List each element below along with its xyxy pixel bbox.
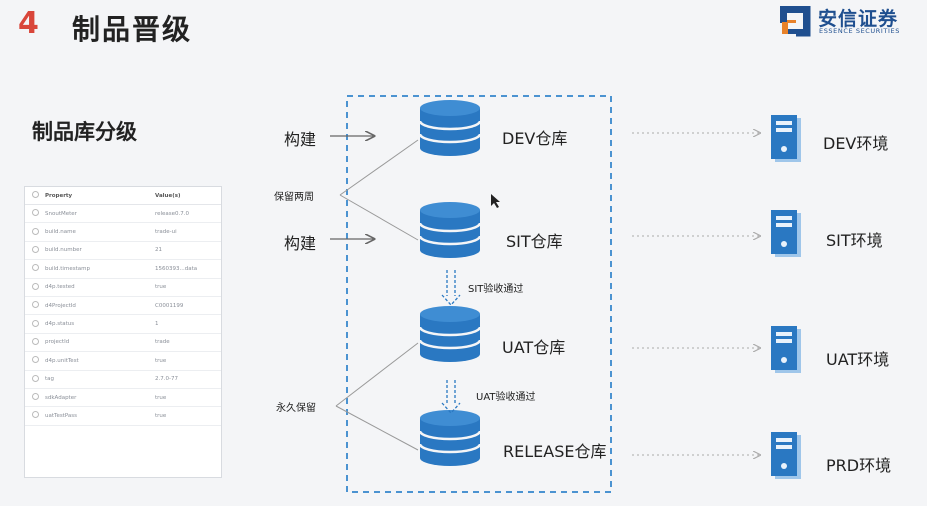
row-check-icon: [25, 222, 45, 242]
row-check-icon: [25, 333, 45, 353]
repo-label-uat: UAT仓库: [502, 338, 566, 357]
row-check-icon: [25, 204, 45, 224]
logo-mark-icon: [780, 6, 811, 37]
env-label-sit: SIT环境: [826, 231, 883, 250]
row-value: true: [155, 388, 221, 408]
row-check-icon: [25, 351, 45, 371]
row-property: build.name: [45, 222, 155, 242]
database-icon-dev: [418, 100, 482, 156]
promotion-arrow-sit: [441, 270, 461, 306]
server-icon-uat: [771, 326, 801, 373]
row-value: 21: [155, 241, 221, 261]
repo-label-dev: DEV仓库: [502, 129, 568, 148]
retention-line-dev: [339, 139, 419, 196]
repo-label-release: RELEASE仓库: [503, 442, 607, 461]
header-values: Value(s): [155, 187, 221, 205]
build-label-sit: 构建: [284, 234, 317, 253]
row-value: 1: [155, 314, 221, 334]
row-property: uatTestPass: [45, 406, 155, 426]
promotion-label-sit: SIT验收通过: [468, 284, 524, 295]
mouse-cursor-icon: [491, 194, 500, 208]
server-icon-sit: [771, 210, 801, 257]
row-property: d4p.status: [45, 314, 155, 334]
row-value: C0001199: [155, 296, 221, 316]
row-property: projectId: [45, 333, 155, 353]
row-check-icon: [25, 259, 45, 279]
promotion-label-uat: UAT验收通过: [476, 392, 536, 403]
database-icon-sit: [418, 202, 482, 258]
logo-subtitle: ESSENCE SECURITIES: [819, 27, 900, 35]
row-property: d4p.unitTest: [45, 351, 155, 371]
row-value: true: [155, 406, 221, 426]
database-icon-release: [418, 410, 482, 466]
retention-label-two-weeks: 保留两周: [274, 192, 314, 203]
retention-line-uat: [335, 342, 419, 407]
retention-label-forever: 永久保留: [276, 403, 316, 414]
env-label-dev: DEV环境: [823, 134, 889, 153]
header-property: Property: [45, 187, 155, 205]
row-check-icon: [25, 241, 45, 261]
database-icon-uat: [418, 306, 482, 362]
row-check-icon: [25, 388, 45, 408]
row-check-icon: [25, 314, 45, 334]
logo-text: 安信证券: [818, 8, 899, 30]
server-icon-dev: [771, 115, 801, 162]
build-label-dev: 构建: [284, 130, 317, 149]
row-check-icon: [25, 406, 45, 426]
row-value: 2.7.0-77: [155, 370, 221, 389]
retention-line-sit: [339, 194, 419, 241]
slide-number: 4: [18, 6, 39, 41]
server-icon-prd: [771, 432, 801, 479]
row-property: build.number: [45, 241, 155, 261]
row-check-icon: [25, 370, 45, 389]
repo-label-sit: SIT仓库: [506, 232, 563, 251]
row-value: trade: [155, 333, 221, 353]
repo-group-border: [346, 95, 612, 493]
row-property: sdkAdapter: [45, 388, 155, 408]
row-value: 1560393...data: [155, 259, 221, 279]
row-property: tag: [45, 370, 155, 389]
row-property: SnoutMeter: [45, 204, 155, 224]
row-value: true: [155, 351, 221, 371]
row-property: d4p.tested: [45, 278, 155, 297]
row-value: true: [155, 278, 221, 297]
table-header-row: Property Value(s): [25, 187, 221, 205]
slide-title: 制品晋级: [72, 13, 193, 46]
row-property: d4ProjectId: [45, 296, 155, 316]
row-check-icon: [25, 296, 45, 316]
row-check-icon: [25, 278, 45, 297]
env-label-uat: UAT环境: [826, 350, 890, 369]
section-label: 制品库分级: [32, 120, 137, 144]
env-label-prd: PRD环境: [826, 456, 892, 475]
row-value: release0.7.0: [155, 204, 221, 224]
row-value: trade-ui: [155, 222, 221, 242]
header-check: [25, 187, 45, 205]
promotion-arrow-uat: [441, 380, 461, 414]
row-property: build.timestamp: [45, 259, 155, 279]
retention-line-release: [335, 405, 419, 451]
